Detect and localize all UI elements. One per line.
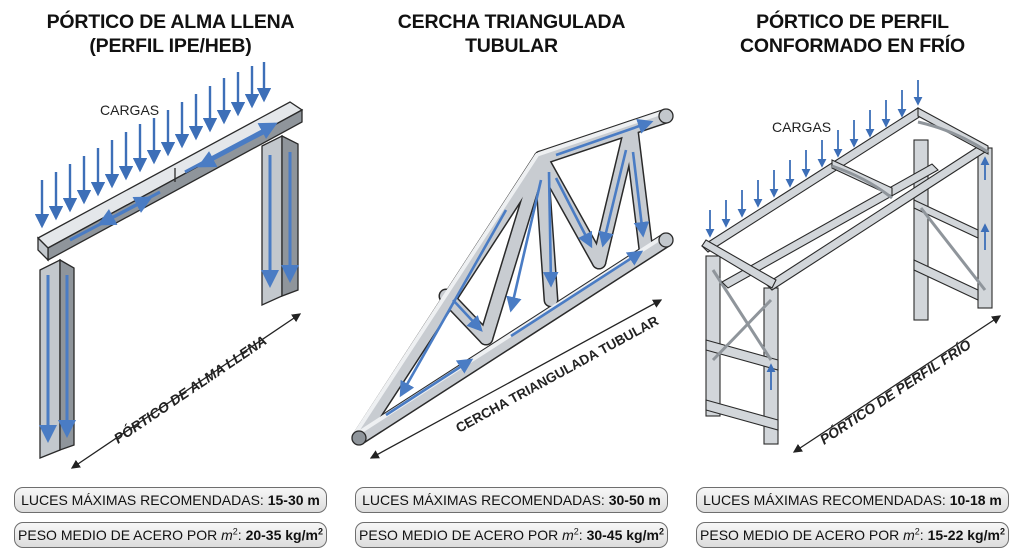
- max-span-label: LUCES MÁXIMAS RECOMENDADAS:: [21, 492, 264, 508]
- steel-weight-label: PESO MEDIO DE ACERO POR: [359, 527, 559, 543]
- title-line-2: CONFORMADO EN FRÍO: [740, 35, 965, 57]
- weight-unit-exp: 2: [573, 526, 579, 537]
- panel-title: PÓRTICO DE ALMA LLENA (PERFIL IPE/HEB): [0, 10, 341, 58]
- panel-title: CERCHA TRIANGULADA TUBULAR: [341, 10, 682, 58]
- weight-unit-exp: 2: [232, 526, 238, 537]
- ipe-beam: [36, 101, 304, 262]
- title-line-1: CERCHA TRIANGULADA: [397, 11, 626, 33]
- weight-colon: :: [237, 527, 242, 543]
- dimension-label: PÓRTICO DE PERFIL FRÍO: [816, 335, 974, 447]
- panel-title: PÓRTICO DE PERFIL CONFORMADO EN FRÍO: [682, 10, 1023, 58]
- panel-solid-web-frame: PÓRTICO DE ALMA LLENA (PERFIL IPE/HEB): [0, 0, 341, 559]
- load-arrows: [705, 80, 990, 390]
- title-line-2: (PERFIL IPE/HEB): [89, 35, 252, 57]
- load-label: CARGAS: [772, 119, 831, 135]
- right-column: [261, 134, 299, 307]
- span-dimension-line: [369, 299, 663, 459]
- span-dimension-line: [70, 313, 302, 469]
- weight-unit-base: m: [562, 527, 574, 543]
- weight-unit-base: m: [221, 527, 233, 543]
- cold-formed-frame-drawing: CARGAS PÓRTICO DE PERFIL FRÍO: [701, 80, 1002, 453]
- weight-colon: :: [578, 527, 583, 543]
- load-label: CARGAS: [100, 102, 159, 118]
- steel-weight-label: PESO MEDIO DE ACERO POR: [18, 527, 218, 543]
- max-span-value: 15-30 m: [267, 492, 320, 508]
- dimension-label: PÓRTICO DE ALMA LLENA: [110, 331, 269, 446]
- load-arrows: [34, 62, 272, 229]
- title-line-1: PÓRTICO DE PERFIL: [756, 11, 949, 33]
- span-dimension-line: [792, 315, 1002, 453]
- max-span-value: 10-18 m: [949, 492, 1002, 508]
- panel-tubular-truss: CERCHA TRIANGULADA TUBULAR: [341, 0, 682, 559]
- steel-weight-label: PESO MEDIO DE ACERO POR: [700, 527, 900, 543]
- steel-weight-box: PESO MEDIO DE ACERO POR m2: 20-35 kg/m2: [14, 522, 327, 548]
- max-span-box: LUCES MÁXIMAS RECOMENDADAS: 30-50 m: [355, 487, 668, 513]
- left-column: [39, 258, 76, 459]
- steel-weight-value: 30-45 kg/m2: [586, 526, 664, 543]
- weight-unit-exp: 2: [914, 526, 920, 537]
- max-span-box: LUCES MÁXIMAS RECOMENDADAS: 15-30 m: [14, 487, 327, 513]
- weight-unit-base: m: [903, 527, 915, 543]
- title-line-2: TUBULAR: [465, 35, 558, 57]
- steel-weight-box: PESO MEDIO DE ACERO POR m2: 15-22 kg/m2: [696, 522, 1009, 548]
- max-span-label: LUCES MÁXIMAS RECOMENDADAS:: [362, 492, 605, 508]
- max-span-box: LUCES MÁXIMAS RECOMENDADAS: 10-18 m: [696, 487, 1009, 513]
- panel-cold-formed-frame: PÓRTICO DE PERFIL CONFORMADO EN FRÍO: [682, 0, 1023, 559]
- max-span-value: 30-50 m: [608, 492, 661, 508]
- tubular-truss-drawing: CERCHA TRIANGULADA TUBULAR: [351, 108, 674, 459]
- steel-weight-value: 20-35 kg/m2: [245, 526, 323, 543]
- max-span-label: LUCES MÁXIMAS RECOMENDADAS:: [703, 492, 946, 508]
- solid-web-frame-drawing: CARGAS PÓRTICO DE ALMA LLENA: [34, 62, 304, 469]
- steel-weight-box: PESO MEDIO DE ACERO POR m2: 30-45 kg/m2: [355, 522, 668, 548]
- steel-weight-value: 15-22 kg/m2: [927, 526, 1005, 543]
- title-line-1: PÓRTICO DE ALMA LLENA: [46, 11, 295, 33]
- cold-formed-frame: [701, 107, 993, 445]
- weight-colon: :: [919, 527, 924, 543]
